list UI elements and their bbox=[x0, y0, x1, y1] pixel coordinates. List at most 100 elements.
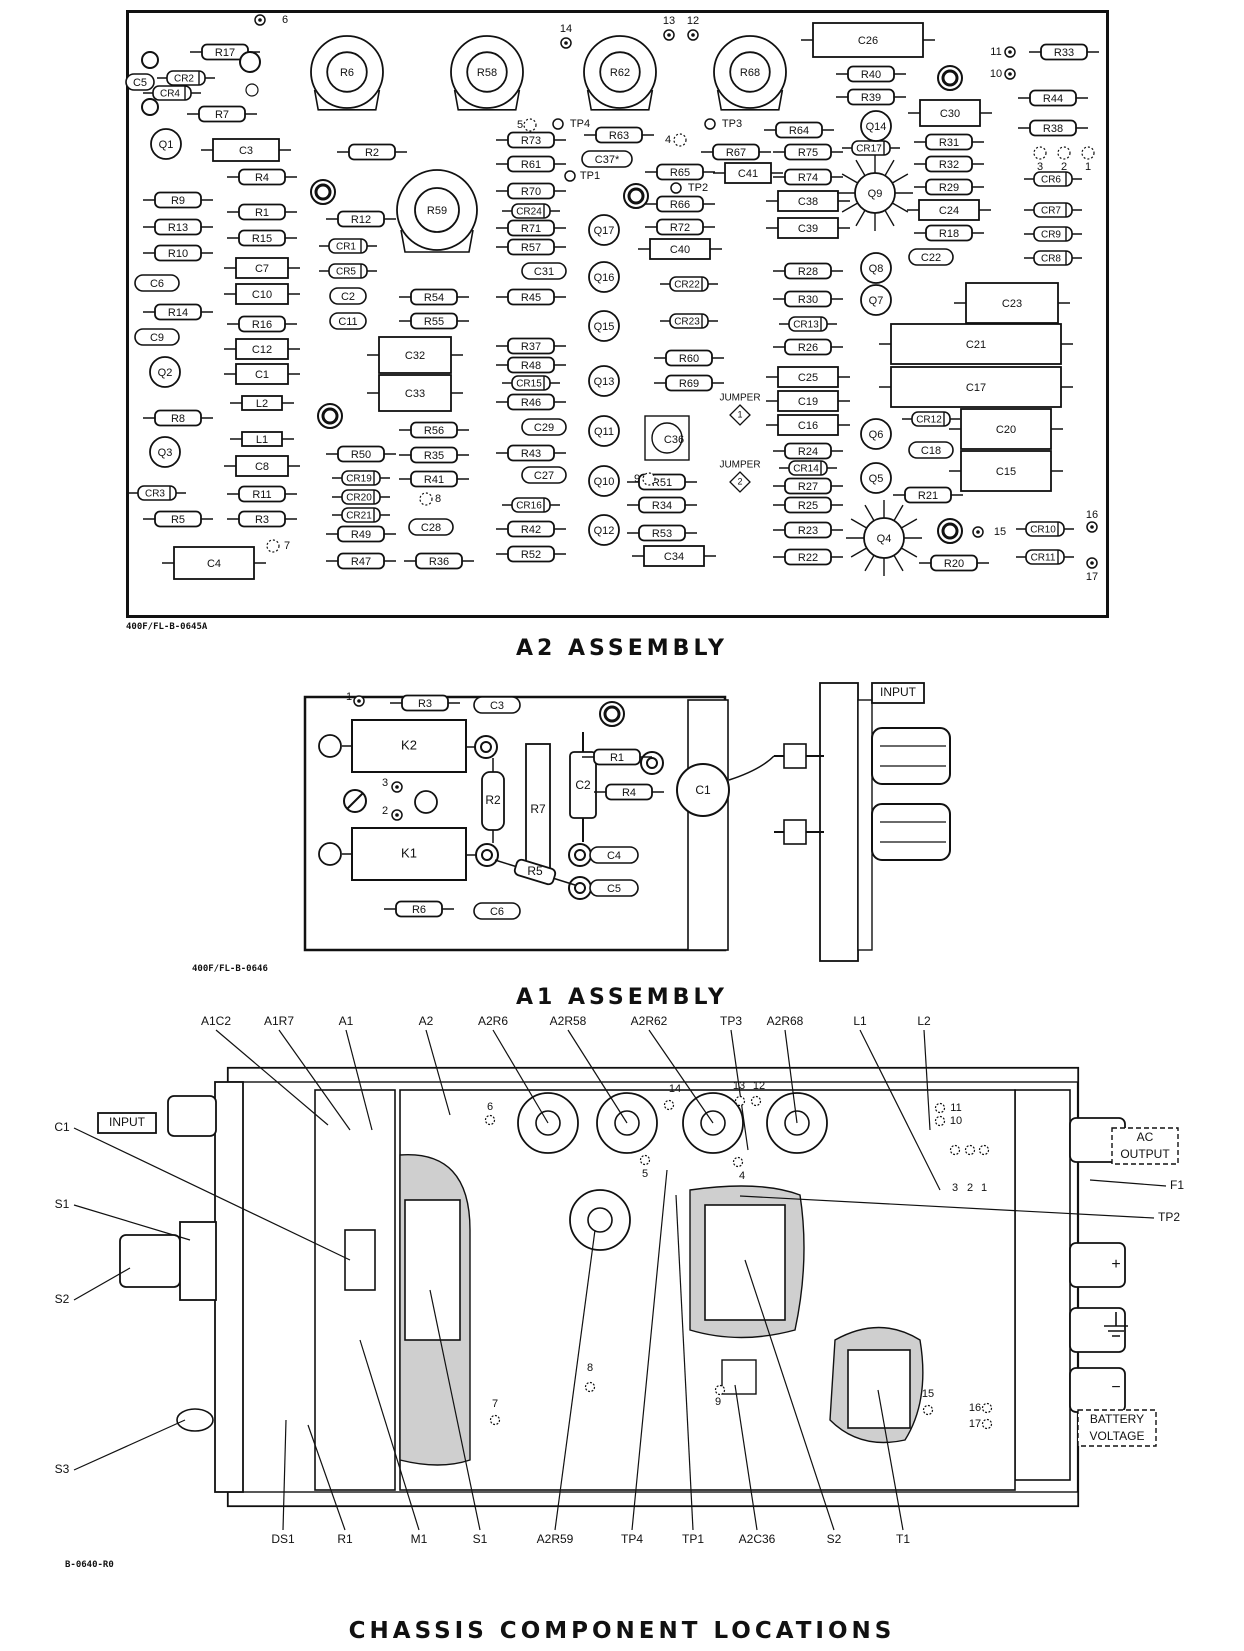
terminal-center bbox=[691, 33, 695, 37]
label-r14: R14 bbox=[168, 307, 188, 319]
callout-right-tp2: TP2 bbox=[1158, 1210, 1180, 1224]
label-r32: R32 bbox=[939, 159, 959, 171]
resistor-r66 bbox=[656, 195, 704, 213]
capacitor-c30 bbox=[919, 99, 981, 127]
heatsink-fin bbox=[864, 554, 875, 572]
label-c23: C23 bbox=[1002, 298, 1022, 310]
chassis-terminal-9 bbox=[714, 1384, 726, 1396]
test-point-tp1 bbox=[564, 170, 576, 182]
solder-lug-center bbox=[646, 757, 658, 769]
resistor-r12 bbox=[337, 210, 385, 228]
capacitor-c33 bbox=[378, 374, 452, 412]
callout-bottom-s1: S1 bbox=[473, 1532, 488, 1546]
label-c12: C12 bbox=[252, 344, 272, 356]
label-c6: C6 bbox=[150, 278, 164, 290]
resistor-r18 bbox=[925, 224, 973, 242]
resistor-r16 bbox=[238, 315, 286, 333]
capacitor-c11 bbox=[329, 312, 367, 330]
leader-bottom-a2r59 bbox=[554, 1229, 596, 1531]
leader-a1 bbox=[345, 1029, 373, 1131]
chassis-terminal-13 bbox=[734, 1095, 746, 1107]
c36-rotor bbox=[651, 422, 683, 454]
callout-bottom-r1: R1 bbox=[337, 1532, 353, 1546]
resistor-r64 bbox=[775, 121, 823, 139]
label-cr3: CR3 bbox=[145, 489, 165, 500]
label-cr22: CR22 bbox=[674, 280, 700, 291]
leader-left-c1 bbox=[73, 1127, 351, 1261]
terminal-label-6: 6 bbox=[282, 14, 288, 26]
label-c9: C9 bbox=[150, 332, 164, 344]
label-r5: R5 bbox=[171, 514, 185, 526]
resistor-r29 bbox=[925, 178, 973, 196]
label-c29: C29 bbox=[534, 422, 554, 434]
leader-a1r7 bbox=[278, 1029, 351, 1131]
heatsink-fin bbox=[841, 202, 859, 213]
heatsink-fin bbox=[855, 159, 866, 177]
pot-shaft bbox=[326, 51, 368, 93]
label-c15: C15 bbox=[996, 466, 1016, 478]
diode-cr23 bbox=[669, 313, 709, 329]
resistor-r48 bbox=[507, 356, 555, 374]
label-r54: R54 bbox=[424, 292, 444, 304]
terminal-label-2: 2 bbox=[382, 805, 388, 817]
resistor-r3 bbox=[238, 510, 286, 528]
resistor-r42 bbox=[507, 520, 555, 538]
leader-left-s3 bbox=[73, 1419, 186, 1471]
label-r39: R39 bbox=[861, 92, 881, 104]
transistor-q2 bbox=[149, 356, 181, 388]
label-c10: C10 bbox=[252, 289, 272, 301]
chassis-bottom-rail bbox=[227, 1491, 1079, 1507]
chassis-terminal-6 bbox=[484, 1114, 496, 1126]
hole bbox=[1057, 146, 1071, 160]
diode-cr10 bbox=[1025, 521, 1065, 537]
label-cr16: CR16 bbox=[516, 501, 542, 512]
label-c31: C31 bbox=[534, 266, 554, 278]
resistor-r35 bbox=[410, 446, 458, 464]
label-q13: Q13 bbox=[594, 376, 615, 388]
leader-bottom-tp4 bbox=[631, 1169, 668, 1531]
a2c36-chassis bbox=[721, 1359, 757, 1395]
diode-cr19 bbox=[341, 470, 381, 486]
label-r1: R1 bbox=[255, 207, 269, 219]
chassis-terminal-16 bbox=[981, 1402, 993, 1414]
solder-lug-center bbox=[481, 849, 493, 861]
resistor-r39 bbox=[847, 88, 895, 106]
label-r29: R29 bbox=[939, 182, 959, 194]
solder-lug-center bbox=[574, 849, 586, 861]
capacitor-c4 bbox=[589, 846, 639, 864]
label-r57: R57 bbox=[521, 242, 541, 254]
relay-terminal bbox=[318, 734, 342, 758]
label-r71: R71 bbox=[521, 223, 541, 235]
diode-cr8 bbox=[1033, 250, 1073, 266]
diode-cr22 bbox=[669, 276, 709, 292]
chassis-terminal-label-4: 4 bbox=[739, 1170, 745, 1182]
leader-bottom-a2c36 bbox=[734, 1384, 758, 1531]
transformer-t1 bbox=[847, 1349, 911, 1429]
label-tp3: TP3 bbox=[722, 118, 742, 130]
label-l1: L1 bbox=[256, 434, 268, 446]
heatsink-fin bbox=[884, 159, 895, 177]
terminal-label-16: 16 bbox=[1086, 509, 1098, 521]
chassis-terminal-label-13: 13 bbox=[733, 1080, 745, 1092]
chassis-input-label: INPUT bbox=[109, 1115, 146, 1129]
chassis-terminal-8 bbox=[584, 1381, 596, 1393]
label-r52: R52 bbox=[521, 549, 541, 561]
callout-l2: L2 bbox=[917, 1014, 931, 1028]
chassis-terminal-label-1: 1 bbox=[981, 1182, 987, 1194]
pot-base bbox=[400, 229, 474, 253]
diode-cr5 bbox=[328, 263, 368, 279]
resistor-r40 bbox=[847, 65, 895, 83]
resistor-r67 bbox=[712, 143, 760, 161]
resistor-r10 bbox=[154, 244, 202, 262]
label-cr11: CR11 bbox=[1031, 553, 1056, 564]
label-r21: R21 bbox=[918, 490, 938, 502]
label-c27: C27 bbox=[534, 470, 554, 482]
terminal-label-13: 13 bbox=[663, 15, 675, 27]
terminal-label-10: 10 bbox=[990, 68, 1002, 80]
label-r34: R34 bbox=[652, 500, 672, 512]
leader-a2r58 bbox=[567, 1029, 628, 1124]
mounting-hole-inner bbox=[321, 407, 339, 425]
chassis-terminal-label-5: 5 bbox=[642, 1168, 648, 1180]
capacitor-c5 bbox=[125, 73, 155, 91]
